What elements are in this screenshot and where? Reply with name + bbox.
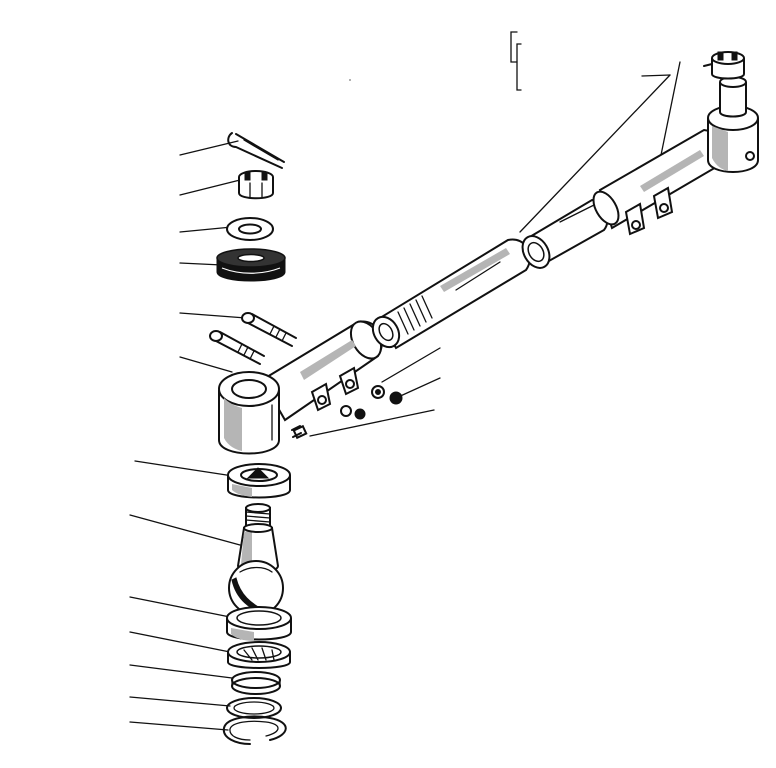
leader-upper-seat: [129, 596, 231, 618]
adjusting-sleeve: [521, 198, 609, 269]
threaded-rod: [371, 238, 531, 350]
leader-stud-seal: [134, 460, 234, 477]
clamp-nuts: [371, 385, 403, 405]
tie-rod-end-housing: [218, 320, 383, 455]
leader-grease-fitting: [309, 409, 435, 437]
leader-tube-a: [519, 74, 671, 233]
spring: [231, 671, 281, 695]
leader-spring: [129, 664, 233, 679]
snap-ring: [222, 715, 287, 745]
leader-castle-nut: [179, 179, 241, 196]
leader-snap-ring: [129, 721, 229, 731]
leader-lines: [129, 61, 681, 731]
retaining-ring: [226, 697, 282, 719]
clamp-washers: [340, 405, 366, 420]
leader-tube-c: [641, 74, 671, 77]
leader-lower-seat: [129, 631, 231, 653]
leader-clamp-washer: [395, 377, 441, 399]
ball-stud: [228, 503, 284, 616]
leader-washer: [179, 226, 233, 233]
stray-dot: [349, 79, 351, 81]
leader-retaining-ring: [129, 696, 231, 707]
grease-fitting: [291, 424, 308, 440]
clamp-bolt: [241, 312, 297, 347]
ball-seat-upper: [226, 606, 292, 641]
right-tie-rod-end: [592, 51, 759, 236]
leader-ball-stud: [129, 514, 241, 546]
leader-tube-b: [659, 61, 681, 161]
castle-nut: [238, 170, 274, 200]
ball-seat-lower: [227, 641, 291, 669]
ball-stud-seal: [227, 463, 291, 499]
washer: [226, 217, 274, 241]
rubber-seal: [216, 248, 286, 282]
bracket-mark: [510, 31, 522, 91]
leader-rubber-seal: [179, 262, 223, 266]
leader-clamp-nut: [381, 347, 441, 383]
cotter-pin: [227, 132, 285, 169]
clamp-bolt-2: [209, 330, 265, 365]
leader-housing: [179, 356, 233, 373]
leader-clamp-bolt: [179, 312, 247, 319]
